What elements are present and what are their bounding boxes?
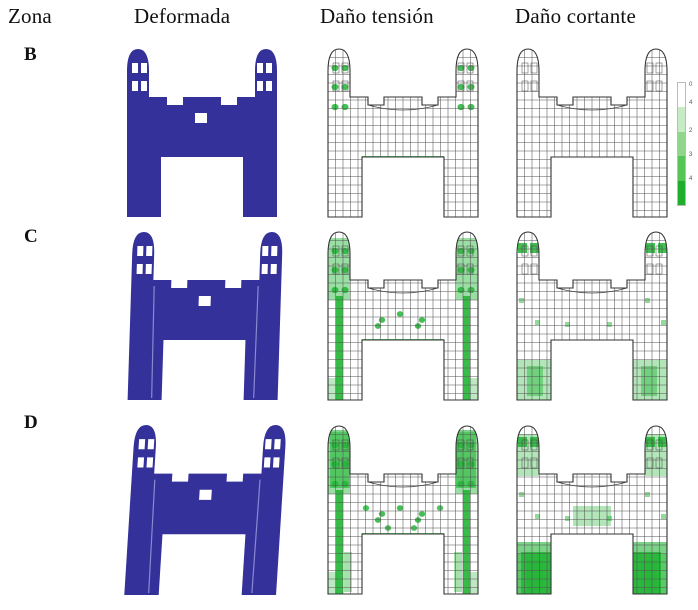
facade-outline (327, 231, 479, 401)
legend-swatch (678, 180, 685, 205)
deformed-shape-b (127, 49, 277, 217)
facade-outline (516, 48, 668, 218)
zone-label-d: D (24, 412, 38, 433)
deformed-facade-shape (127, 232, 283, 400)
facade-outline (327, 425, 479, 595)
deformed-facade-shape (124, 425, 286, 595)
facade-outline (516, 231, 668, 401)
deformed-facade-shape (127, 49, 277, 217)
header-deformada: Deformada (134, 4, 231, 28)
legend-tick: 2 (689, 128, 693, 134)
damage-field (328, 426, 478, 594)
zone-label-c: C (24, 226, 38, 247)
legend-swatch (678, 107, 685, 132)
legend-swatch (678, 83, 685, 108)
legend-tick: 0 (689, 82, 693, 88)
shear-damage-mesh-b (516, 48, 668, 218)
legend-tick: 4 (689, 176, 693, 182)
legend-tick: 4 (689, 100, 693, 106)
legend-swatch (678, 156, 685, 181)
header-dano-cortante: Daño cortante (515, 4, 636, 28)
zone-label-b: B (24, 44, 37, 65)
deformed-shape-c (127, 232, 283, 400)
shear-damage-mesh-c (516, 231, 668, 401)
tension-damage-mesh-c (327, 231, 479, 401)
damage-field (328, 49, 478, 217)
damage-field (517, 232, 667, 400)
facade-outline (516, 425, 668, 595)
legend-tick: 3 (689, 152, 693, 158)
tension-damage-mesh-d (327, 425, 479, 595)
deformed-shape-d (124, 425, 286, 595)
damage-field (517, 426, 667, 594)
legend-swatch (678, 131, 685, 157)
damage-color-legend (677, 82, 686, 206)
shear-damage-mesh-d (516, 425, 668, 595)
facade-outline (327, 48, 479, 218)
header-zona: Zona (8, 4, 52, 28)
tension-damage-mesh-b (327, 48, 479, 218)
header-dano-tension: Daño tensión (320, 4, 434, 28)
damage-field (328, 232, 478, 400)
damage-field (517, 49, 667, 217)
